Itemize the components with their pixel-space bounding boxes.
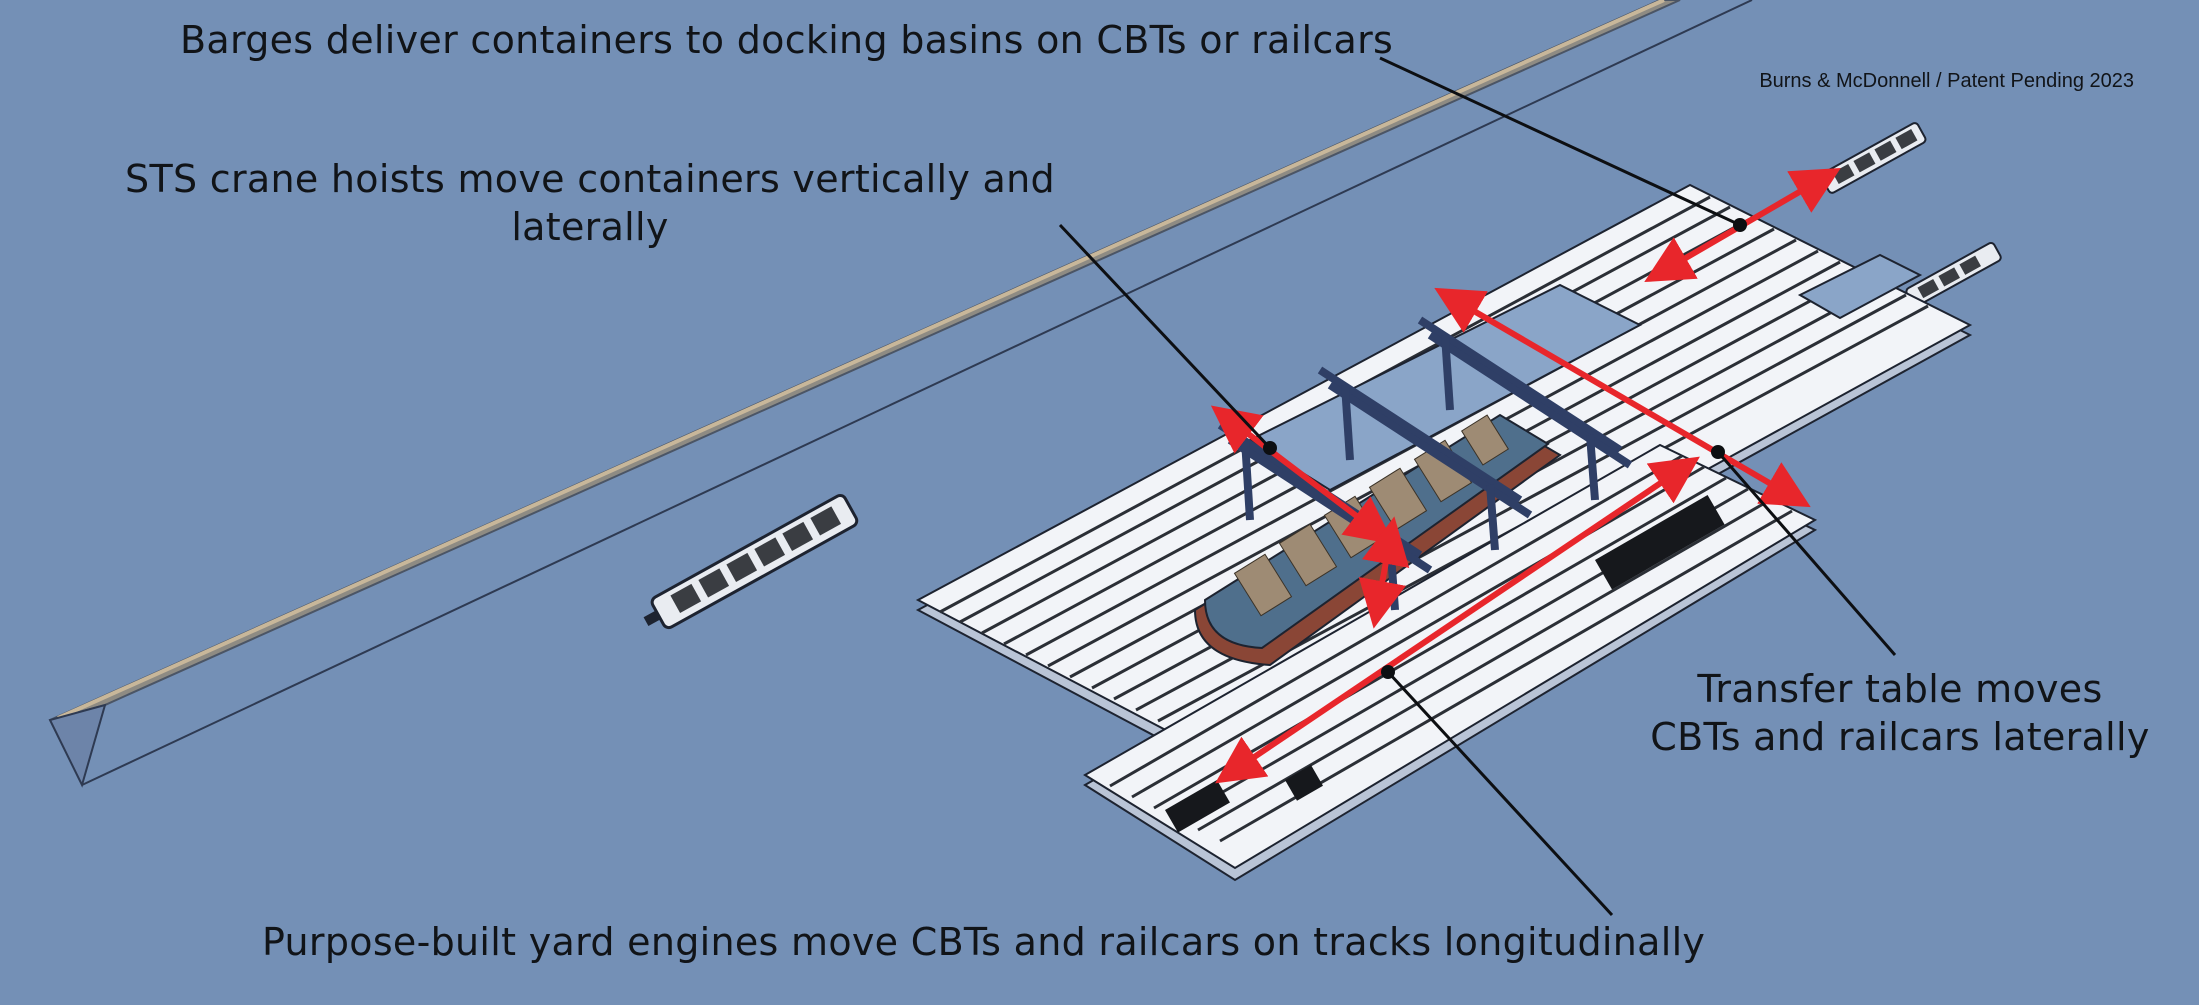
sts-crane-label-line2: laterally [511, 205, 669, 249]
transfer-table-arrow [1434, 287, 1811, 508]
barge-icon [1905, 241, 2002, 308]
leader-transfer [1716, 451, 1897, 656]
leader-dots [1263, 218, 1747, 679]
leader-barges [1379, 56, 1741, 227]
sts-crane-label-line1: STS crane hoists move containers vertica… [125, 157, 1055, 201]
credit-text: Burns & McDonnell / Patent Pending 2023 [1759, 70, 2134, 92]
sts-crane-label: STS crane hoists move containers vertica… [100, 155, 1080, 251]
barge-icon [643, 493, 859, 630]
barge-icon [1820, 122, 1927, 194]
transfer-table-label-line1: Transfer table moves [1697, 667, 2103, 711]
leader-lines [1058, 56, 1897, 917]
leader-engines [1386, 670, 1614, 917]
barges-label: Barges deliver containers to docking bas… [180, 18, 1394, 62]
breakwater [48, 0, 1753, 788]
yard-engine-icon [1165, 780, 1230, 833]
yard-engines-label: Purpose-built yard engines move CBTs and… [262, 920, 1706, 964]
yard-engine-arrow [1215, 456, 1700, 784]
transfer-table-label-line2: CBTs and railcars laterally [1650, 715, 2150, 759]
transfer-table-label: Transfer table moves CBTs and railcars l… [1630, 665, 2170, 761]
leader-sts [1058, 223, 1272, 450]
